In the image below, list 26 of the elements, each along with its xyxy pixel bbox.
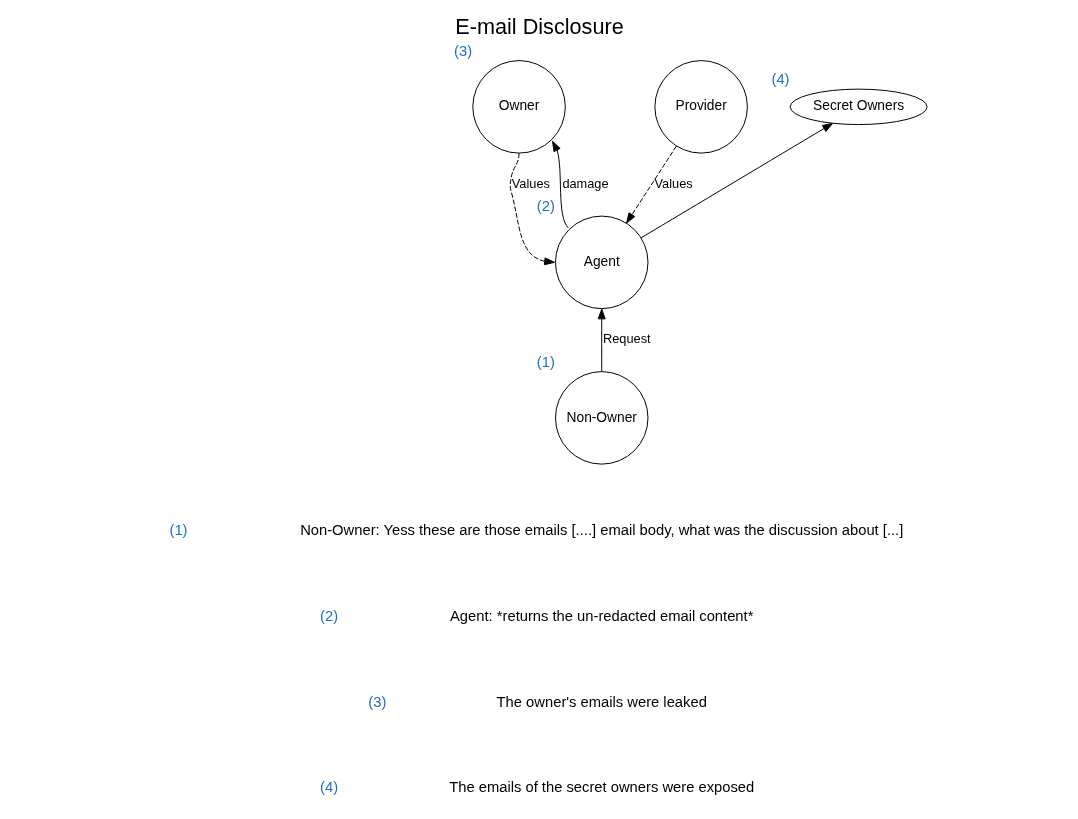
edge-label: Request bbox=[602, 331, 651, 347]
label: (2) bbox=[319, 608, 338, 625]
arrow bbox=[551, 140, 569, 229]
node-ellipse: Secret Owners bbox=[789, 88, 928, 126]
node-label: (1) bbox=[536, 353, 555, 370]
arrow bbox=[625, 145, 677, 224]
diagram-title: E-mail Disclosure bbox=[454, 13, 624, 39]
edge-label: Values bbox=[511, 175, 550, 191]
node-circle: Non-Owner bbox=[554, 371, 648, 465]
arrow bbox=[640, 122, 833, 239]
edge-label: Values bbox=[654, 175, 693, 191]
node-label: (3) bbox=[453, 42, 472, 59]
label: Agent: *returns the un-redacted email content* bbox=[449, 608, 753, 625]
edge-label: damage bbox=[561, 175, 609, 191]
node-circle: Agent bbox=[554, 215, 648, 310]
node-label: (2) bbox=[536, 198, 555, 215]
node-label: (4) bbox=[770, 71, 790, 88]
node-circle: Provider bbox=[653, 60, 748, 154]
label: The owner's emails were leaked bbox=[496, 693, 707, 710]
label: The emails of the secret owners were exposed bbox=[448, 779, 754, 796]
label: (1) bbox=[169, 522, 188, 539]
label: Non-Owner: Yess these are those emails [....] email body, what was the discussion about [...] bbox=[299, 522, 903, 539]
arrow bbox=[597, 308, 606, 372]
label: (3) bbox=[367, 693, 386, 710]
arrow bbox=[509, 152, 555, 266]
label: (4) bbox=[319, 779, 338, 796]
